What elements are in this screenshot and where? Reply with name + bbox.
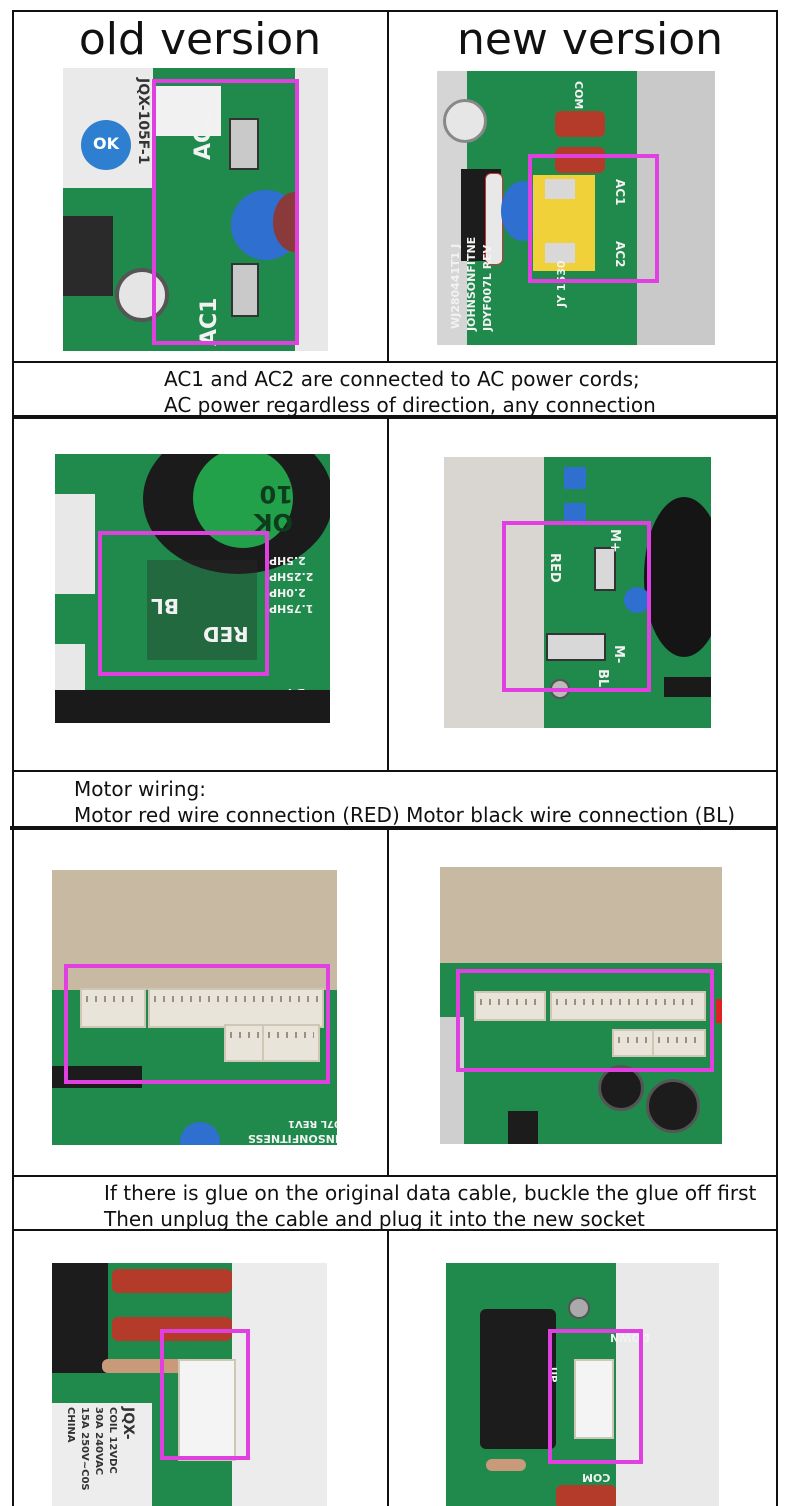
grid-top-rule — [12, 10, 778, 12]
grid-rule-caption3-bottom — [12, 1229, 778, 1231]
section2-caption-line1: Motor wiring: — [74, 777, 206, 801]
section2-caption-line2: Motor red wire connection (RED) Motor bl… — [74, 803, 736, 827]
new-connector-3pin — [612, 1029, 656, 1057]
old-motor-wiring-photo: OK 10 BL RED 2.5HP 2.25HP 2.0HP 1.75HP D… — [55, 454, 330, 723]
new-motor-wiring-photo: RED M+ M- BL — [444, 457, 711, 728]
grid-rule-caption2-bottom — [10, 826, 778, 830]
relay-block — [480, 1309, 556, 1449]
new-data-cable-highlight — [456, 969, 714, 1072]
old-glued-connector — [178, 1359, 236, 1461]
section3-caption-line1: If there is glue on the original data ca… — [104, 1181, 757, 1205]
board-id-label: WJ280441T1 J — [449, 243, 462, 329]
grid-center-rule-4 — [387, 1230, 389, 1506]
capacitor-1 — [555, 111, 605, 137]
grid-center-rule-3 — [387, 829, 389, 1176]
new-ac-terminals-photo: AC1 AC2 COM WJ280441T1 J JOHNSONFITNE JD… — [437, 71, 715, 345]
old-motor-highlight — [98, 531, 269, 676]
old-maker-label: JOHNSONFITNESS — [248, 1132, 337, 1145]
capacitor-2 — [555, 147, 605, 173]
new-relay-connector-photo: DOWN COM UP — [446, 1263, 719, 1506]
grid-rule-caption2-top — [12, 770, 778, 772]
section3-caption-line2: Then unplug the cable and plug it into t… — [104, 1207, 645, 1231]
hp-175-label: 1.75HP — [269, 602, 314, 615]
old-connector-4pin — [262, 1024, 320, 1062]
grid-rule-caption1-bottom — [12, 415, 778, 419]
relay-rating1-label: 30A 240VAC — [93, 1407, 104, 1476]
relay-origin-label: CHINA — [65, 1407, 76, 1443]
new-relay-highlight — [548, 1329, 643, 1464]
grid-rule-caption1-top — [12, 361, 778, 363]
hp-225-label: 2.25HP — [269, 570, 314, 583]
new-connector-small — [474, 991, 546, 1021]
section1-caption-line2: AC power regardless of direction, any co… — [164, 393, 656, 417]
grid-rule-caption3-top — [12, 1175, 778, 1177]
hp-25-label: 2.5HP — [269, 554, 306, 567]
grid-right-rule — [776, 10, 778, 1506]
ok-sticker: OK — [81, 120, 131, 170]
old-data-cable-highlight — [64, 964, 330, 1084]
old-ac-terminals-photo: JQX-105F-1 OK AC2 AC1 — [63, 68, 328, 351]
new-3pin-connector — [574, 1359, 614, 1439]
relay-coil-label: COIL 12VDC — [107, 1407, 118, 1474]
old-relay-highlight — [160, 1329, 250, 1460]
old-connector-small — [80, 988, 146, 1028]
grid-left-rule — [12, 10, 14, 1506]
relay-label: JQX-105F-1 — [135, 78, 151, 165]
relay-rating2-label: 15A 250V~C0S — [79, 1407, 90, 1491]
new-motor-highlight — [502, 521, 651, 692]
new-connector-large — [550, 991, 706, 1021]
relay-model-label: JQX- — [120, 1407, 136, 1440]
old-ac-highlight — [152, 79, 299, 345]
new-connector-4pin — [652, 1029, 706, 1057]
com-label-4: COM — [582, 1471, 611, 1484]
maker-label: JOHNSONFITNE — [465, 236, 478, 331]
old-connector-3pin — [224, 1024, 266, 1062]
new-data-cable-photo — [440, 867, 722, 1144]
hp-20-label: 2.0HP — [269, 586, 306, 599]
grid-center-rule-1 — [387, 10, 389, 362]
new-ac-highlight — [528, 154, 659, 283]
section1-caption-line1: AC1 and AC2 are connected to AC power co… — [164, 367, 640, 391]
com-label: COM — [572, 81, 585, 110]
old-version-header: old version — [78, 14, 322, 65]
grid-center-rule-2 — [387, 418, 389, 772]
new-version-header: new version — [456, 14, 724, 65]
rev-label: JDYF007L REV — [481, 244, 494, 331]
old-rev-label: JDYF-07L REV1 — [288, 1118, 337, 1129]
